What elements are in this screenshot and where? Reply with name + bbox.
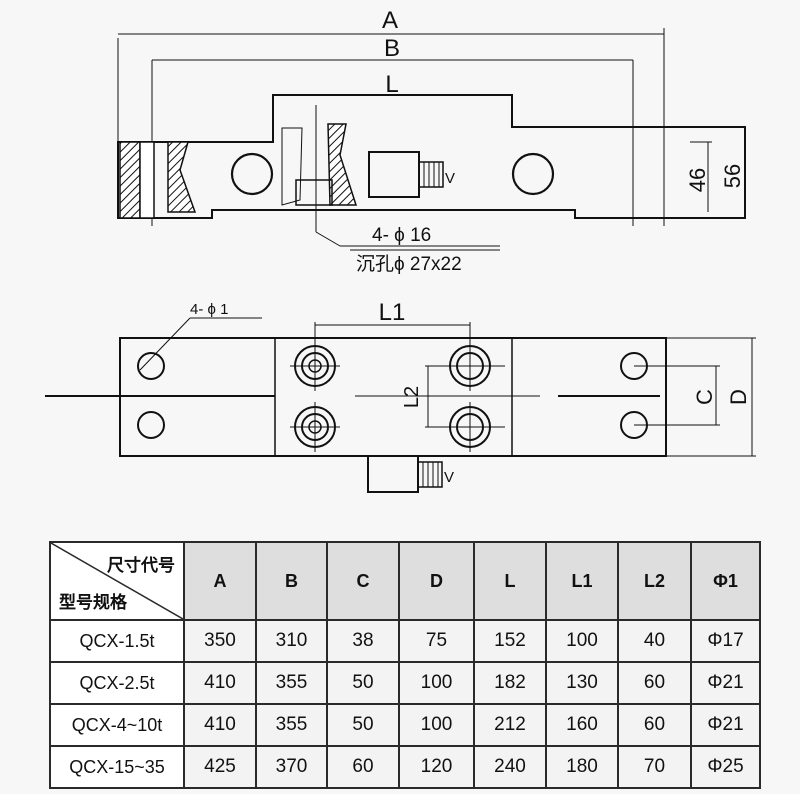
column-header: D	[398, 541, 475, 621]
value-cell: 70	[617, 745, 692, 789]
model-cell: QCX-15~35	[49, 745, 185, 789]
top-view-labels: A B L V 46 56 4- ϕ 16 沉孔ϕ 27x22	[350, 7, 745, 275]
cable-label-top: V	[445, 170, 455, 187]
column-header: L2	[617, 541, 692, 621]
value-cell: Φ21	[690, 703, 761, 747]
corner-label-dimension-code: 尺寸代号	[107, 556, 175, 575]
column-header: Φ1	[690, 541, 761, 621]
value-cell: 410	[183, 661, 257, 705]
dim-label-d: D	[726, 389, 751, 405]
corner-label-model: 型号规格	[59, 593, 127, 612]
hole-note-small: 4- ϕ 1	[190, 301, 228, 318]
dim-label-46: 46	[685, 168, 710, 192]
top-view	[117, 28, 746, 247]
value-cell: 152	[473, 619, 547, 663]
column-header: C	[326, 541, 400, 621]
dim-label-l2: L2	[401, 386, 423, 408]
value-cell: 410	[183, 703, 257, 747]
column-header: L	[473, 541, 547, 621]
cable-label-bottom: V	[444, 469, 454, 486]
value-cell: 240	[473, 745, 547, 789]
value-cell: 182	[473, 661, 547, 705]
value-cell: 100	[398, 661, 475, 705]
column-header: B	[255, 541, 328, 621]
model-cell: QCX-1.5t	[49, 619, 185, 663]
value-cell: 130	[545, 661, 619, 705]
counterbore-hole	[290, 341, 340, 391]
value-cell: 355	[255, 703, 328, 747]
value-cell: 212	[473, 703, 547, 747]
table-row: QCX-15~35 425 370 60 120 240 180 70 Φ25	[49, 745, 761, 789]
value-cell: 38	[326, 619, 400, 663]
value-cell: 120	[398, 745, 475, 789]
model-cell: QCX-2.5t	[49, 661, 185, 705]
dim-label-c: C	[692, 389, 717, 405]
dim-label-b: B	[384, 35, 400, 62]
bottom-view-labels: 4- ϕ 1 L1 L2 C D V	[190, 299, 751, 486]
value-cell: 40	[617, 619, 692, 663]
table-header-row: 尺寸代号 型号规格 A B C D L L1 L2 Φ1	[49, 541, 761, 621]
value-cell: 310	[255, 619, 328, 663]
value-cell: 100	[398, 703, 475, 747]
dim-label-l: L	[385, 71, 398, 98]
hole-note-counterbore: 4- ϕ 16	[372, 225, 431, 246]
value-cell: 50	[326, 661, 400, 705]
table-row: QCX-4~10t 410 355 50 100 212 160 60 Φ21	[49, 703, 761, 747]
dim-label-56: 56	[720, 164, 745, 188]
model-cell: QCX-4~10t	[49, 703, 185, 747]
technical-drawing: A B L V 46 56 4- ϕ 16 沉孔ϕ 27x22	[45, 7, 756, 493]
column-header: L1	[545, 541, 619, 621]
table-corner-cell: 尺寸代号 型号规格	[49, 541, 185, 621]
value-cell: 425	[183, 745, 257, 789]
value-cell: 370	[255, 745, 328, 789]
table-row: QCX-2.5t 410 355 50 100 182 130 60 Φ21	[49, 661, 761, 705]
value-cell: 75	[398, 619, 475, 663]
value-cell: 180	[545, 745, 619, 789]
value-cell: 50	[326, 703, 400, 747]
counterbore-hole	[290, 402, 340, 452]
table-row: QCX-1.5t 350 310 38 75 152 100 40 Φ17	[49, 619, 761, 663]
value-cell: 355	[255, 661, 328, 705]
value-cell: Φ21	[690, 661, 761, 705]
spec-table: 尺寸代号 型号规格 A B C D L L1 L2 Φ1 QCX-1.5t 35…	[49, 541, 761, 789]
value-cell: 60	[617, 661, 692, 705]
value-cell: Φ25	[690, 745, 761, 789]
value-cell: 60	[617, 703, 692, 747]
dim-label-a: A	[382, 7, 398, 34]
column-header: A	[183, 541, 257, 621]
value-cell: 350	[183, 619, 257, 663]
bottom-view	[45, 317, 756, 493]
value-cell: 160	[545, 703, 619, 747]
hole-note-counterbore-size: 沉孔ϕ 27x22	[356, 253, 462, 275]
value-cell: 60	[326, 745, 400, 789]
value-cell: Φ17	[690, 619, 761, 663]
dim-label-l1: L1	[379, 299, 406, 326]
value-cell: 100	[545, 619, 619, 663]
